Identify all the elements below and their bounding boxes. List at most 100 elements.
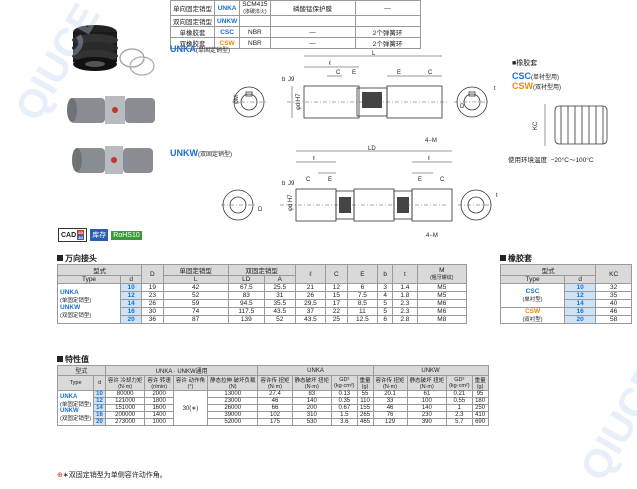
cell-w2: 61	[406, 390, 448, 398]
cell-b: 5	[377, 299, 394, 308]
svg-text:ℓ: ℓ	[313, 155, 315, 162]
part-name: 单向固定销型	[170, 0, 215, 16]
bore-d: 14	[119, 299, 143, 308]
unkw-title: UNKW(双固定销型)	[170, 148, 232, 158]
cell-L: 59	[162, 299, 229, 308]
cell-a1: 27.4	[257, 390, 293, 398]
dim-l: ℓ	[329, 60, 331, 67]
joint-photo-2	[72, 146, 153, 174]
cell-a1: 46	[257, 397, 293, 405]
cell-KC: 32	[595, 283, 632, 292]
svg-text:t: t	[496, 193, 498, 199]
cell-t: 2.8	[392, 315, 418, 324]
cell-b: 6	[377, 315, 394, 324]
cell-C: 15	[325, 291, 348, 300]
rubber-title: ■橡胶套	[512, 60, 538, 67]
cell-w4: 95	[471, 390, 489, 398]
cell-M: M8	[416, 315, 468, 324]
type-cell: UNKA(单固定销型)UNKW(双固定销型)	[57, 283, 121, 324]
material: NBR	[239, 26, 271, 38]
cell-w2: 390	[406, 418, 448, 426]
cell-sp: 1600	[144, 404, 174, 412]
cell-t1: 121000	[104, 397, 146, 405]
cell-LD: 83	[227, 291, 265, 300]
unkw-drawing: LD ℓ ℓ C E E C b J9 φd H7 D 4−M t	[221, 146, 498, 239]
cell-w3: 5.7	[446, 418, 473, 426]
bore-d: 10	[93, 390, 106, 398]
bore-d: 20	[119, 315, 143, 324]
note-icon: ⊕	[57, 472, 63, 479]
cell-a2: 83	[291, 390, 333, 398]
cell-l: 29.5	[294, 299, 327, 308]
part-name: 双向固定销型	[170, 15, 215, 27]
cell-KC: 58	[595, 315, 632, 324]
svg-text:b: b	[282, 77, 286, 83]
watermark-right: QIUCE	[572, 356, 637, 489]
cell-t1: 273000	[104, 418, 146, 426]
cell-st: 26000	[206, 404, 259, 412]
cell-w3: 0.21	[446, 390, 473, 398]
svg-text:C: C	[440, 177, 445, 183]
cell-A: 43.5	[263, 307, 296, 316]
spec-table-title: 特性值	[57, 354, 89, 365]
bore-d: 16	[93, 411, 106, 419]
cell-l: 37	[294, 307, 327, 316]
svg-text:t: t	[494, 86, 496, 92]
svg-text:E: E	[328, 177, 332, 183]
cell-E: 7.5	[346, 291, 379, 300]
csw-label: CSW	[512, 81, 533, 91]
cell-D: 36	[141, 315, 164, 324]
cell-st: 13000	[206, 390, 259, 398]
cell-b: 5	[377, 307, 394, 316]
treatment: —	[269, 26, 356, 38]
svg-text:D: D	[258, 207, 263, 213]
dim-L: L	[372, 51, 376, 57]
cell-D: 19	[141, 283, 164, 292]
cell-a1: 102	[257, 411, 293, 419]
cell-w2: 230	[406, 411, 448, 419]
bore-d: 16	[119, 307, 143, 316]
cell-a3: 1.5	[331, 411, 358, 419]
cell-w2: 140	[406, 404, 448, 412]
cell-a3: 3.6	[331, 418, 358, 426]
cell-w3: 1	[446, 404, 473, 412]
cell-st: 39000	[206, 411, 259, 419]
cell-C: 12	[325, 283, 348, 292]
cell-t: 1.8	[392, 291, 418, 300]
cell-a4: 110	[356, 397, 374, 405]
cell-l: 26	[294, 291, 327, 300]
cell-a4: 265	[356, 411, 374, 419]
cell-a3: 0.13	[331, 390, 358, 398]
svg-text:b: b	[282, 181, 286, 187]
bore-d: 12	[564, 291, 597, 300]
cell-w1: 76	[372, 411, 408, 419]
svg-text:C: C	[428, 70, 433, 76]
cell-M: M6	[416, 307, 468, 316]
svg-text:E: E	[418, 177, 422, 183]
part-code: CSC	[213, 26, 241, 38]
part-name: 单橡胶套	[170, 26, 215, 38]
cell-a2: 310	[291, 411, 333, 419]
svg-text:J9: J9	[288, 77, 295, 83]
type-cell: CSW(双衬型)	[499, 307, 566, 324]
bore-d: 10	[564, 283, 597, 292]
cell-E: 8.5	[346, 299, 379, 308]
bore-d: 16	[564, 307, 597, 316]
accessory: 2个弹簧环	[354, 26, 421, 38]
cell-t1: 151000	[104, 404, 146, 412]
cell-D: 30	[141, 307, 164, 316]
cell-st: 23000	[206, 397, 259, 405]
rubber-table-title: 橡胶套	[500, 253, 532, 264]
cell-LD: 67.5	[227, 283, 265, 292]
cell-sp: 1000	[144, 418, 174, 426]
cell-LD: 139	[227, 315, 265, 324]
cell-sp: 1800	[144, 397, 174, 405]
cell-M: M6	[416, 299, 468, 308]
cell-E: 6	[346, 283, 379, 292]
